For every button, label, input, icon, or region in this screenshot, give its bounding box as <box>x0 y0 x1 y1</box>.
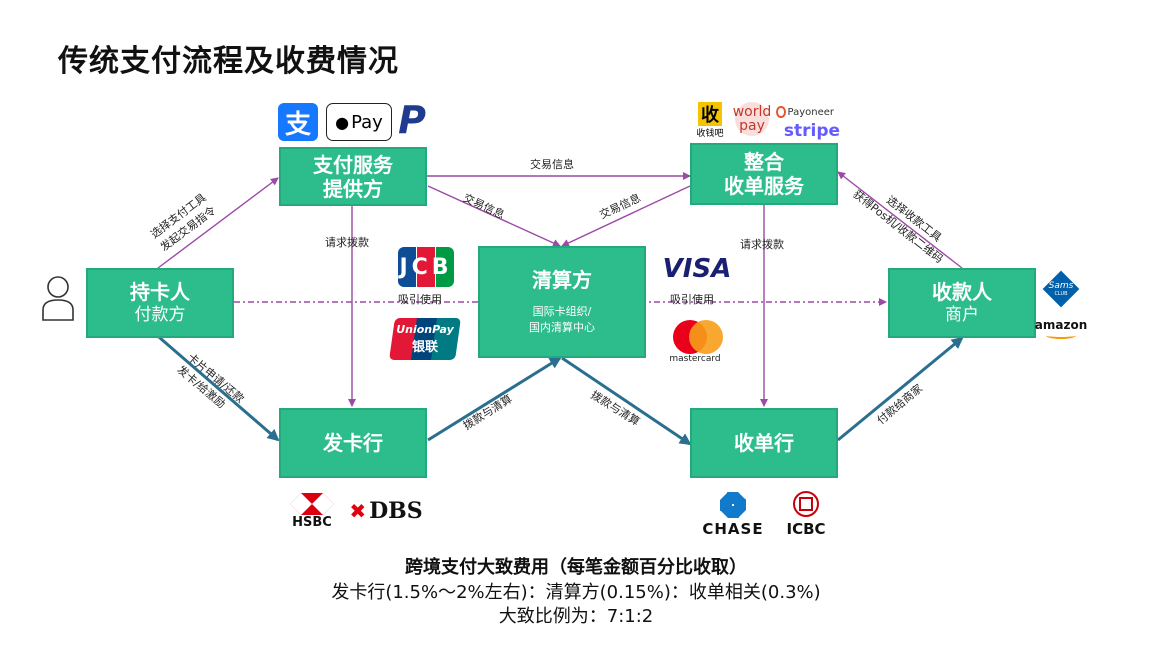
jcb-red-stripe <box>417 247 435 287</box>
label-tx-info-top: 交易信息 <box>530 158 574 171</box>
icbc-logo: ICBC <box>780 488 832 540</box>
node-aggregator: 整合 收单服务 <box>690 143 838 205</box>
node-cardholder: 持卡人 付款方 <box>86 268 234 338</box>
node-merchant: 收款人 商户 <box>888 268 1036 338</box>
sams-text-1: Sams <box>1048 281 1074 291</box>
node-merchant-line2: 商户 <box>945 305 979 325</box>
worldpay-logo: world pay <box>730 98 774 140</box>
node-clearing-line1: 清算方 <box>532 268 592 292</box>
hsbc-logo: HSBC <box>288 490 336 532</box>
dbs-logo: ✖ DBS <box>346 498 426 524</box>
icbc-seal-inner <box>799 496 813 511</box>
worldpay-text-1: world <box>732 104 772 120</box>
node-clearing: 清算方 国际卡组织/ 国内清算中心 <box>478 246 646 358</box>
shouqianba-char: 收 <box>698 101 722 126</box>
page-title: 传统支付流程及收费情况 <box>58 44 399 79</box>
unionpay-logo: UnionPay 银联 <box>389 318 461 360</box>
node-issuer: 发卡行 <box>279 408 427 478</box>
jcb-logo: JCB <box>398 247 454 287</box>
label-attract-right: 吸引使用 <box>670 293 714 306</box>
jcb-blue-stripe <box>398 247 416 287</box>
sams-club-logo: Sams CLUB <box>1042 270 1080 308</box>
arrow-issuer-to-clearing <box>427 356 562 442</box>
node-merchant-line1: 收款人 <box>932 280 992 304</box>
node-acquirer-line1: 收单行 <box>734 431 794 455</box>
mastercard-circles <box>667 320 723 354</box>
payoneer-text: Payoneer <box>787 106 835 118</box>
apple-icon: ● <box>335 112 350 132</box>
amazon-logo: amazon <box>1034 318 1088 340</box>
dbs-star-icon: ✖ <box>349 499 367 523</box>
applepay-logo: ● Pay <box>326 103 392 141</box>
jcb-text: JCB <box>399 254 453 280</box>
label-request-funds-left: 请求拨款 <box>325 236 369 249</box>
paypal-logo-text: P <box>398 98 426 142</box>
icbc-text: ICBC <box>786 519 826 538</box>
node-clearing-line2: 国际卡组织/ <box>532 305 592 318</box>
unionpay-text-2: 银联 <box>411 340 438 355</box>
person-icon <box>42 276 74 321</box>
node-aggregator-line1: 整合 <box>744 150 784 174</box>
footer-heading: 跨境支付大致费用（每笔金额百分比收取） <box>405 557 747 578</box>
node-cardholder-line2: 付款方 <box>134 305 186 325</box>
amazon-smile-icon <box>1046 332 1076 339</box>
jcb-green-stripe <box>436 247 454 287</box>
hsbc-text: HSBC <box>292 514 332 530</box>
node-psp-line1: 支付服务 <box>313 152 393 177</box>
worldpay-globe-icon <box>735 102 769 136</box>
arrow-agg-to-clearing <box>561 185 691 247</box>
shouqianba-logo: 收 收钱吧 <box>696 100 724 140</box>
label-request-funds-right: 请求拨款 <box>740 238 784 251</box>
mastercard-text: mastercard <box>669 354 721 364</box>
arrow-acquirer-to-merchant <box>837 336 964 442</box>
visa-logo: VISA <box>662 254 732 284</box>
sams-text-2: CLUB <box>1054 291 1068 297</box>
node-psp: 支付服务 提供方 <box>279 147 427 206</box>
applepay-logo-text: Pay <box>351 111 383 133</box>
icbc-seal-icon <box>793 490 819 517</box>
unionpay-text-1: UnionPay <box>396 323 454 336</box>
node-acquirer: 收单行 <box>690 408 838 478</box>
arrow-psp-to-clearing <box>427 185 561 247</box>
visa-text: VISA <box>662 254 732 284</box>
chase-logo: CHASE <box>700 488 766 540</box>
node-issuer-line1: 发卡行 <box>323 431 383 455</box>
chase-octagon-icon <box>720 492 746 518</box>
footer-fees: 发卡行(1.5%～2%左右)：清算方(0.15%)：收单相关(0.3%) <box>331 582 821 603</box>
node-cardholder-line1: 持卡人 <box>130 280 190 304</box>
alipay-logo-text: 支 <box>284 109 311 140</box>
label-attract-left: 吸引使用 <box>398 293 442 306</box>
chase-text: CHASE <box>702 520 764 538</box>
mastercard-logo: mastercard <box>664 318 726 366</box>
arrow-merchant-to-agg <box>837 171 963 269</box>
worldpay-text-2: pay <box>739 118 765 134</box>
mastercard-orange-circle <box>689 320 723 354</box>
dbs-text: DBS <box>369 498 423 524</box>
arrow-clearing-to-acquirer <box>561 356 692 446</box>
stripe-text: stripe <box>783 121 841 141</box>
payoneer-ring-icon <box>776 106 786 118</box>
node-clearing-line3: 国内清算中心 <box>529 321 595 334</box>
node-psp-line2: 提供方 <box>323 176 383 201</box>
node-aggregator-line2: 收单服务 <box>724 174 804 198</box>
payoneer-logo: Payoneer <box>776 104 834 120</box>
shouqianba-text: 收钱吧 <box>696 128 724 139</box>
arrow-cardholder-issuer <box>148 326 280 442</box>
paypal-logo: P <box>396 98 428 142</box>
arrow-cardholder-to-psp <box>157 177 279 269</box>
stripe-logo: stripe <box>784 120 840 142</box>
amazon-text: amazon <box>1034 318 1088 332</box>
hsbc-hexagon-icon <box>290 492 334 515</box>
alipay-logo: 支 <box>278 103 318 141</box>
footer-ratio: 大致比例为：7:1:2 <box>498 606 654 627</box>
